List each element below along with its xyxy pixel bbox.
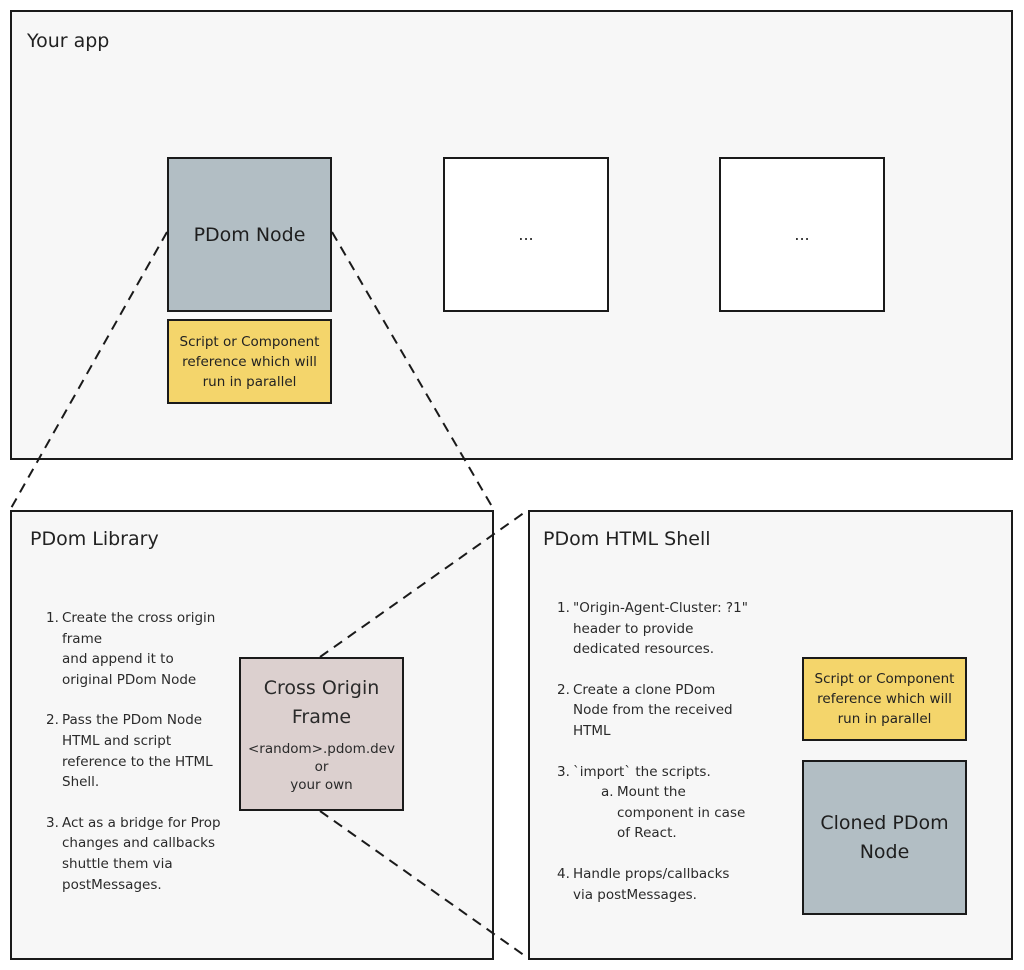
library-step-text: Pass the PDom Node bbox=[62, 712, 203, 729]
cloned-pdom-node: Cloned PDom Node bbox=[802, 760, 967, 915]
shell-substep: a. Mount the component in case of React. bbox=[573, 782, 787, 844]
shell-substep-number: a. bbox=[601, 784, 614, 801]
placeholder-node-2-label: ... bbox=[794, 225, 810, 244]
shell-step-number: 4. bbox=[557, 865, 570, 882]
library-step: 2. Pass the PDom Node HTML and script re… bbox=[46, 710, 236, 792]
shell-script-reference-note-text: Script or Component reference which will… bbox=[814, 671, 955, 727]
cross-origin-frame: Cross Origin Frame <random>.pdom.dev or … bbox=[239, 657, 404, 811]
library-step-text: original PDom Node bbox=[62, 671, 197, 688]
shell-step-text: HTML bbox=[573, 722, 611, 739]
shell-step-number: 1. bbox=[557, 600, 570, 616]
library-step-text: Act as a bridge for Prop bbox=[62, 814, 221, 831]
shell-step: 2. Create a clone PDom Node from the rec… bbox=[557, 680, 787, 742]
cross-origin-frame-title: Cross Origin bbox=[263, 677, 380, 699]
shell-step-text: Handle props/callbacks bbox=[573, 865, 730, 882]
cross-origin-frame-domain: <random>.pdom.dev bbox=[248, 741, 395, 757]
shell-step-number: 3. bbox=[557, 763, 570, 780]
cross-origin-frame-domain: or bbox=[314, 759, 329, 775]
library-step-text: shuttle them via bbox=[62, 855, 173, 872]
library-steps: 1. Create the cross origin frame and app… bbox=[46, 608, 236, 915]
pdom-node-label: PDom Node bbox=[193, 223, 306, 246]
placeholder-node-1: ... bbox=[443, 157, 609, 312]
shell-step-text: "Origin-Agent-Cluster: ?1" bbox=[573, 600, 748, 616]
shell-steps: 1. "Origin-Agent-Cluster: ?1" header to … bbox=[557, 598, 787, 925]
shell-substep-text: of React. bbox=[617, 825, 677, 842]
library-step-text: Create the cross origin bbox=[62, 610, 216, 626]
your-app-title: Your app bbox=[27, 30, 110, 52]
library-step-text: and append it to bbox=[62, 651, 174, 668]
pdom-node: PDom Node bbox=[167, 157, 332, 312]
placeholder-node-2: ... bbox=[719, 157, 885, 312]
cloned-pdom-node-label: Cloned PDom Node bbox=[820, 811, 949, 863]
shell-step-text: header to provide bbox=[573, 620, 694, 637]
shell-script-reference-note: Script or Component reference which will… bbox=[802, 657, 967, 741]
library-step-text: changes and callbacks bbox=[62, 835, 216, 852]
cross-origin-frame-domain: your own bbox=[290, 777, 353, 793]
shell-step-number: 2. bbox=[557, 681, 570, 698]
library-step-text: HTML and script bbox=[62, 732, 172, 749]
library-step: 3. Act as a bridge for Prop changes and … bbox=[46, 813, 236, 895]
script-reference-note-text: Script or Component reference which will… bbox=[179, 333, 320, 390]
shell-step: 1. "Origin-Agent-Cluster: ?1" header to … bbox=[557, 598, 787, 660]
pdom-library-title: PDom Library bbox=[30, 528, 159, 550]
library-step-number: 2. bbox=[46, 712, 59, 729]
script-reference-note: Script or Component reference which will… bbox=[167, 319, 332, 404]
shell-step-text: via postMessages. bbox=[573, 886, 697, 903]
library-step-number: 1. bbox=[46, 610, 59, 626]
shell-step-text: dedicated resources. bbox=[573, 641, 715, 658]
placeholder-node-1-label: ... bbox=[518, 225, 534, 244]
library-step-text: reference to the HTML bbox=[62, 753, 213, 770]
pdom-html-shell-title: PDom HTML Shell bbox=[543, 528, 711, 550]
shell-substep-text: component in case bbox=[617, 804, 746, 821]
shell-step: 4. Handle props/callbacks via postMessag… bbox=[557, 864, 787, 905]
library-step: 1. Create the cross origin frame and app… bbox=[46, 608, 236, 690]
library-step-text: Shell. bbox=[62, 774, 100, 791]
shell-step: 3. `import` the scripts. a. Mount the co… bbox=[557, 762, 787, 844]
shell-step-text: Node from the received bbox=[573, 702, 733, 719]
shell-step-text: Create a clone PDom bbox=[573, 681, 716, 698]
library-step-text: frame bbox=[62, 630, 103, 647]
cross-origin-frame-title: Frame bbox=[291, 706, 352, 728]
shell-step-text: `import` the scripts. bbox=[573, 763, 711, 780]
shell-substep-text: Mount the bbox=[617, 784, 686, 801]
library-step-number: 3. bbox=[46, 814, 59, 831]
library-step-text: postMessages. bbox=[62, 876, 162, 893]
